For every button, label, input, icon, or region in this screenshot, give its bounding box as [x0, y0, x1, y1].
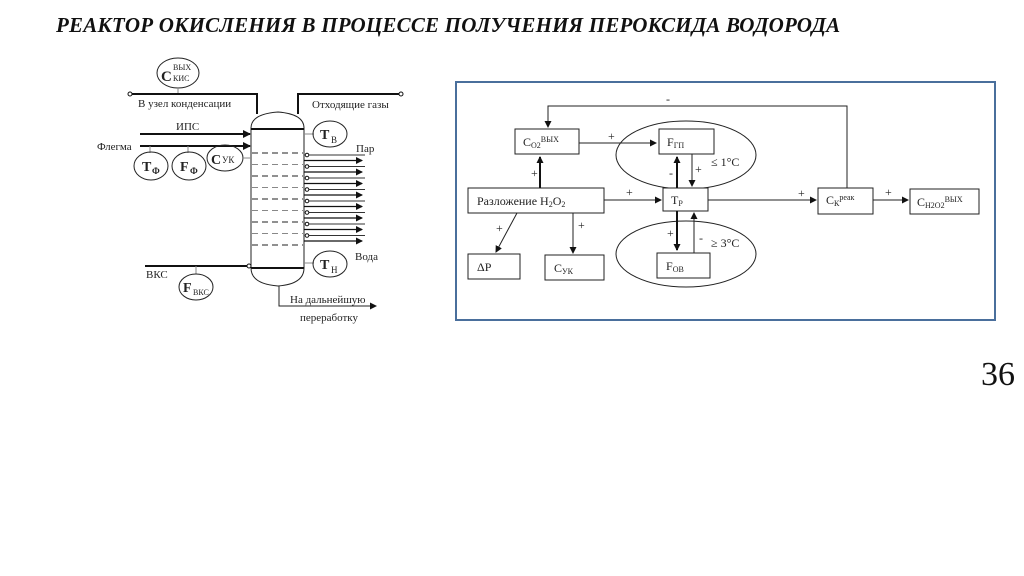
svg-text:+: +: [798, 186, 805, 200]
coil-inlet-port: [304, 175, 310, 181]
label-ips: ИПС: [176, 121, 199, 133]
line-to-condensation: [130, 93, 258, 114]
svg-text:F: F: [180, 160, 189, 175]
svg-text:ΔP: ΔP: [477, 260, 492, 274]
sensor-c-kis: C ВЫХ КИС: [156, 57, 200, 94]
svg-text:+: +: [626, 185, 633, 199]
svg-text:T: T: [320, 128, 330, 143]
svg-text:CH2O2ВЫХ: CH2O2ВЫХ: [917, 195, 963, 210]
cooling-coils: [304, 152, 365, 245]
control-diagram: - CO2ВЫХ + FГП ≤ 1°C Разложение H2O2 + +…: [455, 81, 996, 321]
node-c-k: CКреак: [817, 187, 874, 215]
svg-text:Ф: Ф: [152, 166, 160, 176]
sensor-c-uk: C УК: [206, 144, 251, 172]
reactor-vessel: [250, 111, 305, 287]
sensor-f-vks: F ВКС: [178, 273, 214, 301]
svg-text:T: T: [320, 258, 330, 273]
coil-inlet-port: [304, 233, 310, 238]
svg-text:Разложение H2O2: Разложение H2O2: [477, 194, 565, 209]
svg-text:-: -: [669, 166, 673, 180]
svg-text:C: C: [161, 69, 172, 85]
label-water: Вода: [355, 251, 378, 263]
svg-text:CУК: CУК: [554, 261, 574, 276]
label-further-processing-1: На дальнейшую: [290, 294, 366, 306]
svg-text:+: +: [578, 218, 585, 232]
ellipse-lower: [615, 220, 757, 288]
svg-text:+: +: [496, 221, 503, 235]
label-off-gases: Отходящие газы: [312, 99, 389, 111]
sensor-t-bottom: T Н: [312, 250, 348, 278]
label-to-condensation: В узел конденсации: [138, 98, 231, 110]
sensor-t-top: T В: [312, 120, 348, 148]
svg-text:CКреак: CКреак: [826, 193, 855, 208]
label-lower-limit: ≥ 3°C: [711, 236, 739, 250]
node-f-ov: FОВ: [656, 252, 711, 279]
node-t-r: TР: [662, 187, 709, 212]
svg-text:Ф: Ф: [190, 166, 198, 176]
page-number: 36: [981, 356, 1015, 393]
coil-inlet-port: [304, 198, 310, 204]
sensor-t-phlegm: T Ф: [133, 151, 169, 181]
coil-inlet-port: [304, 221, 310, 227]
feedback-ck-to-co2: [544, 105, 848, 188]
svg-text:T: T: [142, 160, 152, 175]
label-vks: ВКС: [146, 269, 168, 281]
svg-text:ВКС: ВКС: [193, 288, 209, 297]
coil-inlet-port: [304, 164, 310, 169]
label-further-processing-2: переработку: [300, 312, 358, 324]
coil-inlet-port: [304, 210, 310, 215]
svg-text:FГП: FГП: [667, 135, 684, 150]
svg-text:+: +: [531, 166, 538, 180]
slide-title: РЕАКТОР ОКИСЛЕНИЯ В ПРОЦЕССЕ ПОЛУЧЕНИЯ П…: [56, 13, 841, 37]
line-further-processing: [278, 286, 377, 310]
label-steam: Пар: [356, 143, 375, 155]
svg-text:CO2ВЫХ: CO2ВЫХ: [523, 135, 559, 150]
svg-text:+: +: [667, 226, 674, 240]
svg-text:УК: УК: [222, 155, 235, 165]
svg-text:+: +: [885, 185, 892, 199]
svg-text:TР: TР: [671, 193, 683, 208]
svg-text:ВЫХ: ВЫХ: [173, 63, 191, 72]
svg-text:+: +: [608, 129, 615, 143]
svg-text:Н: Н: [331, 265, 338, 275]
svg-text:В: В: [331, 135, 337, 145]
svg-text:C: C: [211, 153, 221, 168]
coil-inlet-port: [304, 152, 310, 158]
label-phlegm: Флегма: [97, 141, 132, 153]
node-c-o2: CO2ВЫХ: [514, 128, 580, 155]
label-upper-limit: ≤ 1°C: [711, 155, 739, 169]
svg-text:КИС: КИС: [173, 74, 189, 83]
node-f-gp: FГП: [658, 128, 715, 155]
reactor-scheme: C ВЫХ КИС В узел конденсации Отходящие г…: [97, 57, 404, 324]
svg-text:-: -: [666, 92, 670, 106]
node-decomposition: Разложение H2O2: [467, 187, 605, 214]
line-off-gases: [297, 93, 400, 114]
svg-text:FОВ: FОВ: [666, 259, 684, 274]
node-c-h2o2: CH2O2ВЫХ: [909, 188, 980, 215]
node-dp: ΔP: [467, 253, 521, 280]
reactor-trays: [252, 152, 303, 246]
coil-inlet-port: [304, 187, 310, 192]
svg-text:-: -: [699, 231, 703, 245]
node-c-uk: CУК: [544, 254, 605, 281]
edge-decomp-to-dp: [495, 212, 518, 253]
svg-text:+: +: [695, 162, 702, 176]
svg-text:F: F: [183, 281, 192, 296]
sensor-f-phlegm: F Ф: [171, 151, 207, 181]
